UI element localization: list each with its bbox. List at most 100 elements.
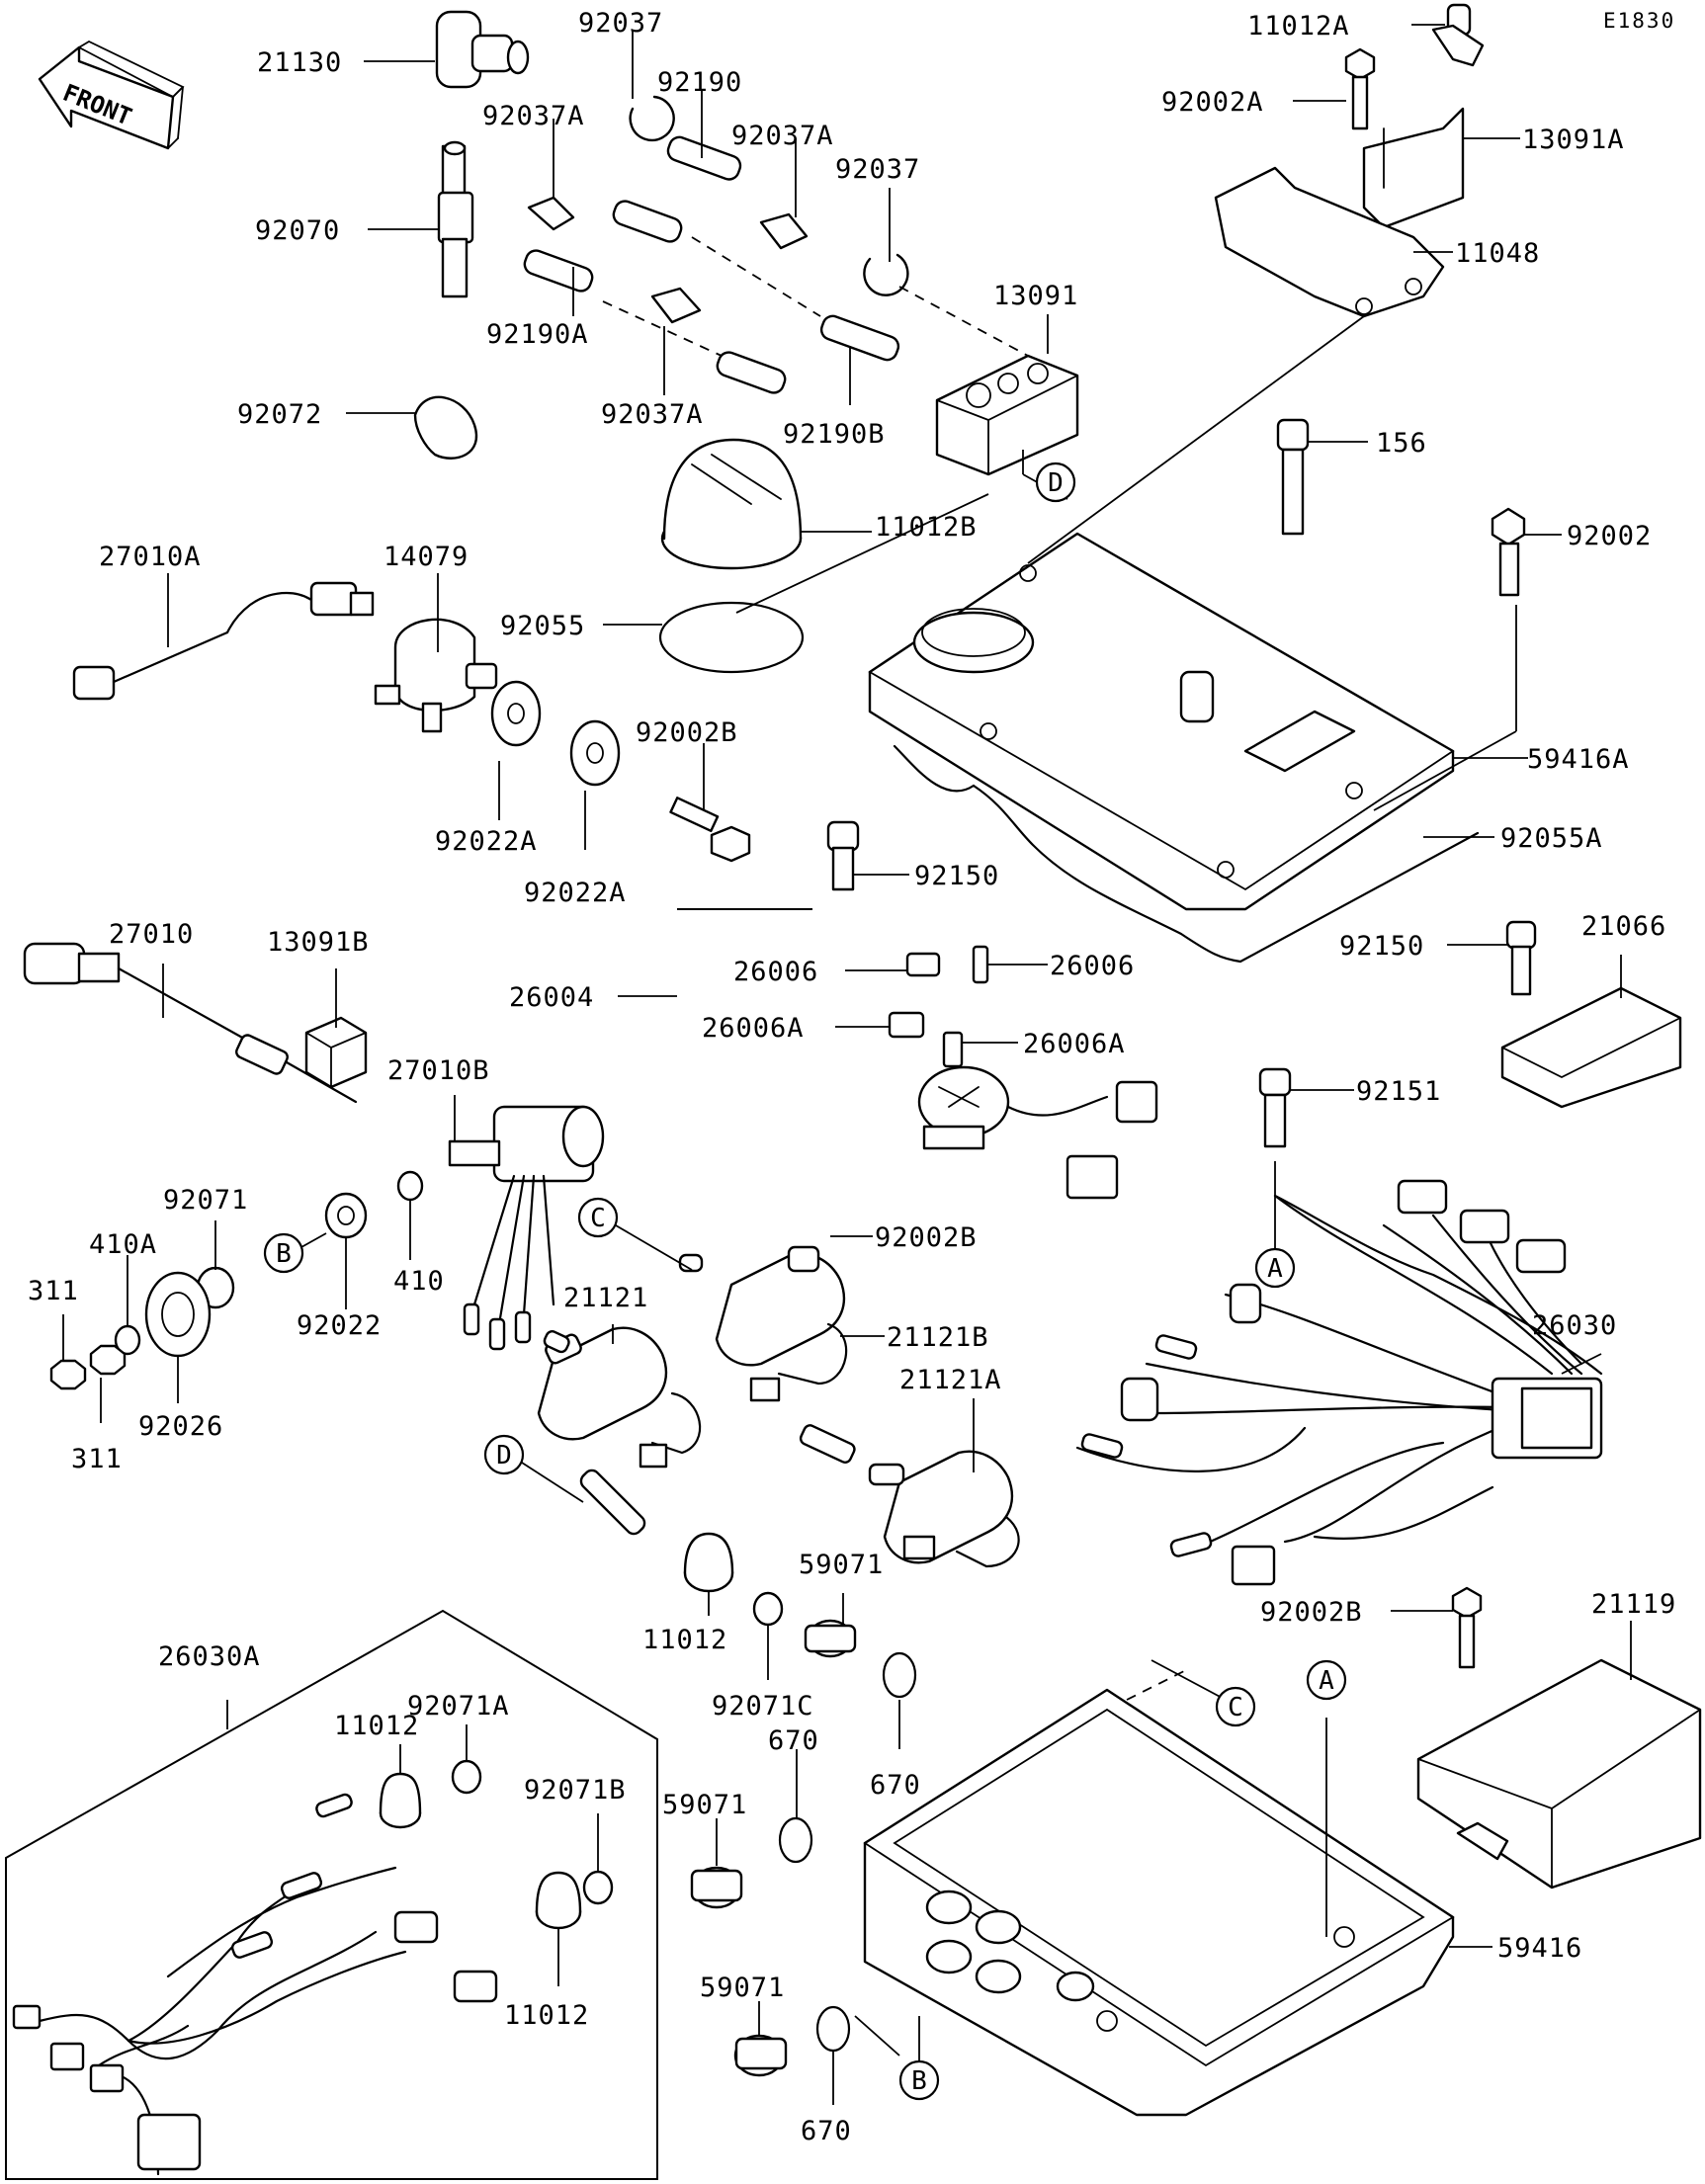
washer-92022A-2 (569, 719, 621, 787)
callout-d-top: D (1035, 462, 1076, 503)
clamp-92037-top (629, 95, 675, 142)
fitting-59071-mid (690, 1866, 743, 1909)
coil-21121 (537, 1326, 702, 1469)
label-59416: 59416 (1497, 1933, 1582, 1964)
plug-cap-21130 (435, 10, 530, 89)
valve-14079 (374, 618, 498, 733)
sensor-cable-27010A (72, 581, 375, 701)
label-92072: 92072 (237, 399, 322, 430)
callout-a-case: A (1306, 1659, 1347, 1701)
plug-92071A (451, 1759, 482, 1795)
label-92190B: 92190B (783, 419, 886, 450)
label-410A: 410A (89, 1229, 157, 1260)
block-13091B (304, 1016, 368, 1089)
label-21119: 21119 (1591, 1589, 1676, 1620)
cap-11012-center (683, 1532, 734, 1593)
label-26006-left: 26006 (733, 957, 818, 987)
label-27010B: 27010B (387, 1055, 490, 1086)
hose-coil-21121A (799, 1424, 856, 1464)
sensor-cable-27010 (23, 942, 358, 1104)
fuse-26006-right (972, 945, 989, 984)
lower-case-59416 (863, 1688, 1455, 2117)
label-311-top: 311 (28, 1276, 79, 1306)
callout-b-case: B (898, 2059, 940, 2101)
hose-92190 (666, 135, 742, 181)
diagram-code: E1830 (1603, 9, 1675, 33)
label-92022A-1: 92022A (435, 826, 538, 857)
gasket-92055A (893, 744, 1480, 964)
label-92037A-bottom: 92037A (601, 399, 704, 430)
label-92071B: 92071B (524, 1775, 627, 1806)
label-92022: 92022 (297, 1310, 382, 1341)
label-92002B-mid: 92002B (875, 1222, 978, 1253)
label-26006A-left: 26006A (702, 1013, 805, 1044)
coil-21121B (715, 1245, 848, 1402)
svg-text:B: B (276, 1239, 292, 1269)
svg-text:C: C (590, 1204, 606, 1233)
label-11012-bottom: 11012 (504, 2000, 589, 2031)
oring-670-bottom (815, 2005, 851, 2053)
cap-11012-bottom (535, 1871, 582, 1930)
nut-311-bottom (89, 1344, 127, 1376)
label-11012A: 11012A (1247, 11, 1350, 42)
label-92071A: 92071A (407, 1691, 510, 1722)
label-26030: 26030 (1532, 1310, 1617, 1341)
label-92002B-right: 92002B (1260, 1597, 1363, 1628)
nut-311-top (49, 1359, 87, 1390)
coil-21121A (868, 1450, 1020, 1568)
label-11048: 11048 (1455, 238, 1540, 269)
front-arrow-icon: FRONT (38, 40, 185, 150)
label-670-bottom: 670 (801, 2116, 852, 2146)
label-59416A: 59416A (1527, 744, 1630, 775)
label-92022A-2: 92022A (524, 878, 627, 908)
tube-D (579, 1469, 646, 1536)
grommet-92026 (144, 1271, 212, 1358)
bolt-92002B-top (669, 797, 751, 863)
label-92150-center: 92150 (914, 861, 999, 891)
callout-b-left: B (263, 1232, 304, 1274)
label-92190A: 92190A (486, 319, 589, 350)
svg-text:D: D (1048, 468, 1064, 498)
washer-92022A-1 (490, 680, 542, 747)
hose-upper (612, 200, 683, 243)
label-21066: 21066 (1581, 911, 1666, 942)
label-21121: 21121 (563, 1283, 648, 1313)
ignitor-21119 (1416, 1658, 1702, 1890)
label-13091: 13091 (993, 281, 1078, 311)
part-labels: 21130 92037 92190 92037A 92037A 92037 92… (28, 8, 1676, 2146)
clamp-92037A-right (759, 212, 809, 250)
label-59071-top: 59071 (799, 1550, 884, 1580)
fuse-holder-26004 (917, 1065, 1158, 1200)
plug-coil-21121 (543, 1330, 570, 1354)
label-670-b: 670 (870, 1770, 921, 1801)
label-92055A: 92055A (1500, 823, 1603, 854)
block-13091 (935, 354, 1079, 476)
label-92002B-top: 92002B (636, 717, 738, 748)
label-92037-top: 92037 (578, 8, 663, 39)
bolt-92002B-right (1451, 1586, 1483, 1669)
clamp-92037-right (863, 253, 909, 296)
label-92190: 92190 (657, 67, 742, 98)
harness-26030A (12, 1793, 498, 2176)
sensor-11012A (1431, 3, 1485, 67)
callouts: D B C A D A C B (263, 462, 1347, 2101)
plate-11048 (1214, 166, 1445, 318)
callout-a-harness: A (1254, 1247, 1296, 1289)
fitting-59071-bottom (733, 2034, 788, 2077)
label-92070: 92070 (255, 215, 340, 246)
plug-92071C (752, 1591, 784, 1627)
label-11012-left: 11012 (334, 1711, 419, 1741)
group-box-26030A (5, 1609, 658, 2180)
svg-text:A: A (1267, 1254, 1283, 1284)
label-26006-right: 26006 (1050, 951, 1135, 981)
hose-route-dash (691, 236, 821, 317)
label-26004: 26004 (509, 982, 594, 1013)
label-21130: 21130 (257, 47, 342, 78)
cap-11012B (660, 438, 803, 570)
label-26030A: 26030A (158, 1641, 261, 1672)
label-92071C: 92071C (712, 1691, 814, 1722)
label-92002: 92002 (1567, 521, 1652, 551)
label-26006A-right: 26006A (1023, 1029, 1126, 1059)
oring-670-top (882, 1651, 917, 1699)
switch-27010B (448, 1105, 605, 1351)
